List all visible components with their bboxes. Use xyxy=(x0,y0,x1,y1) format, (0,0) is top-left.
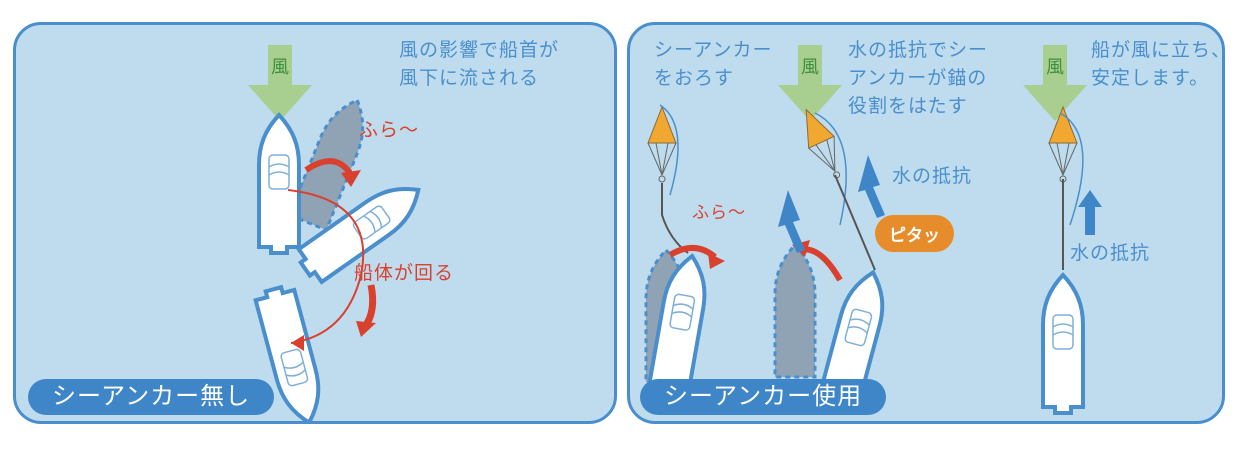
panel-with-sea-anchor: シーアンカー をおろす ふら～ 風 水の抵抗でシー アンカーが錨の 役割をはたす… xyxy=(627,22,1225,424)
panel-without-sea-anchor: 風 風の影響で船首が 風下に流される ふら～ 船体が回る シーアンカー無し xyxy=(13,22,617,424)
red-arrow-icon xyxy=(341,170,361,187)
step3-line2: 安定します。 xyxy=(1091,67,1210,89)
step2-line3: 役割をはたす xyxy=(848,95,968,117)
without-anchor-illustration xyxy=(248,45,432,421)
badge-with-anchor: シーアンカー使用 xyxy=(640,379,887,415)
step2-wind-label: 風 xyxy=(801,57,819,78)
pitatto-bubble: ピタッ xyxy=(875,215,954,252)
badge-without-anchor: シーアンカー無し xyxy=(28,379,275,415)
step2-line2: アンカーが錨の xyxy=(848,67,988,89)
caption-line1: 風の影響で船首が xyxy=(399,39,560,61)
wind-arrow-icon xyxy=(248,45,312,121)
rotate-label: 船体が回る xyxy=(354,262,455,284)
ghost-boat-icon xyxy=(287,98,365,232)
boat-icon xyxy=(257,113,301,255)
step1-drift: ふら～ xyxy=(692,203,746,223)
red-arrow-icon xyxy=(708,253,725,269)
wind-arrow-icon xyxy=(778,85,842,121)
wind-arrow-icon xyxy=(1023,85,1087,121)
step2-line1: 水の抵抗でシー xyxy=(848,39,989,61)
ghost-boat-icon xyxy=(773,243,817,379)
step3-wind-label: 風 xyxy=(1046,57,1064,78)
drift-label: ふら～ xyxy=(359,119,420,141)
boat-icon xyxy=(1041,273,1085,415)
water-resistance-arrow-icon xyxy=(778,155,885,253)
wind-label: 風 xyxy=(271,57,289,78)
caption-line2: 風下に流される xyxy=(399,67,540,89)
step1-line1: シーアンカー xyxy=(654,39,773,61)
step1-line2: をおろす xyxy=(654,67,735,89)
water-resistance-arrow-icon xyxy=(1078,190,1102,235)
step3-resistance-label: 水の抵抗 xyxy=(1070,242,1151,264)
step2-resistance-label: 水の抵抗 xyxy=(892,165,973,187)
with-anchor-illustration xyxy=(644,45,1102,415)
step3-line1: 船が風に立ち、 xyxy=(1091,39,1225,61)
